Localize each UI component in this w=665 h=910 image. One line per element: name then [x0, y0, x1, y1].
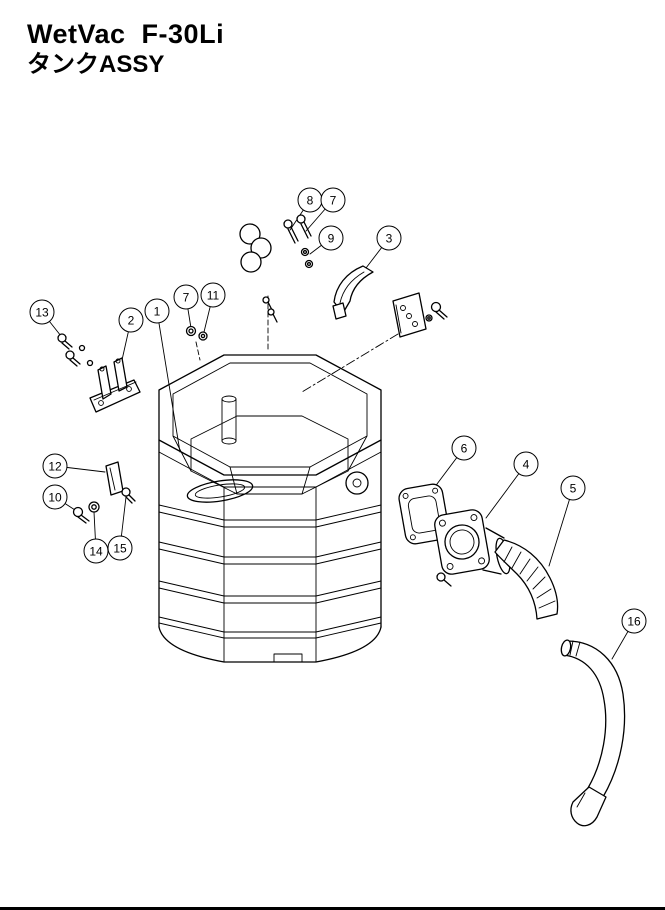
callout-part-2: 2	[118, 307, 144, 333]
screw-15	[121, 487, 136, 504]
callout-part-13: 13	[29, 299, 55, 325]
callout-label: 7	[182, 290, 190, 304]
callout-part-4: 4	[513, 451, 539, 477]
lid-screw-set	[239, 214, 312, 323]
callout-label: 11	[206, 288, 220, 302]
page-bottom-rule	[0, 907, 665, 910]
drain-hose-16	[560, 639, 626, 827]
callout-part-7: 7	[320, 187, 346, 213]
callout-part-6: 6	[451, 435, 477, 461]
callout-part-5: 5	[560, 475, 586, 501]
latch-bracket-2	[89, 357, 141, 413]
callout-label: 8	[306, 193, 314, 207]
callout-label: 6	[460, 441, 468, 455]
outlet-flange-4	[434, 509, 511, 587]
clip-plate-12	[105, 461, 124, 496]
callout-part-15: 15	[107, 535, 133, 561]
callout-label: 10	[48, 490, 62, 504]
callout-label: 5	[569, 481, 577, 495]
nuts-7-11	[185, 325, 208, 341]
hose-elbow-5	[494, 539, 559, 620]
callout-label: 4	[522, 457, 530, 471]
handle-cutout	[186, 479, 254, 503]
callout-label: 1	[153, 304, 161, 318]
callout-label: 16	[627, 614, 641, 628]
callout-part-10: 10	[42, 484, 68, 510]
side-outlet-hole	[345, 471, 369, 495]
callout-label: 14	[89, 544, 103, 558]
washer-14	[88, 501, 100, 513]
washer-pair-9	[300, 247, 314, 269]
callout-label: 9	[327, 231, 335, 245]
page-title: WetVac F-30Li	[27, 19, 225, 49]
callout-label: 3	[385, 231, 393, 245]
callout-part-14: 14	[83, 538, 109, 564]
mount-plate	[392, 292, 427, 338]
bracket-3	[332, 265, 374, 320]
callout-part-12: 12	[42, 453, 68, 479]
callout-label: 2	[127, 313, 135, 327]
callout-part-11: 11	[200, 282, 226, 308]
callout-part-9: 9	[318, 225, 344, 251]
callout-label: 13	[35, 305, 49, 319]
callout-label: 15	[113, 541, 127, 555]
callout-part-1: 1	[144, 298, 170, 324]
page-subtitle: タンクASSY	[27, 50, 165, 78]
tank-body	[158, 354, 382, 663]
assembly-guide-lines	[195, 295, 399, 393]
screws-13	[57, 333, 94, 367]
plate-screw	[425, 301, 448, 322]
callout-label: 12	[48, 459, 62, 473]
screw-10	[72, 506, 90, 524]
callout-part-8: 8	[297, 187, 323, 213]
callout-label: 7	[329, 193, 337, 207]
interior-tube	[221, 395, 237, 445]
callout-part-7b: 7	[173, 284, 199, 310]
callout-part-16: 16	[621, 608, 647, 634]
callout-part-3: 3	[376, 225, 402, 251]
diagram-header: WetVac F-30Li タンクASSY	[27, 19, 225, 78]
